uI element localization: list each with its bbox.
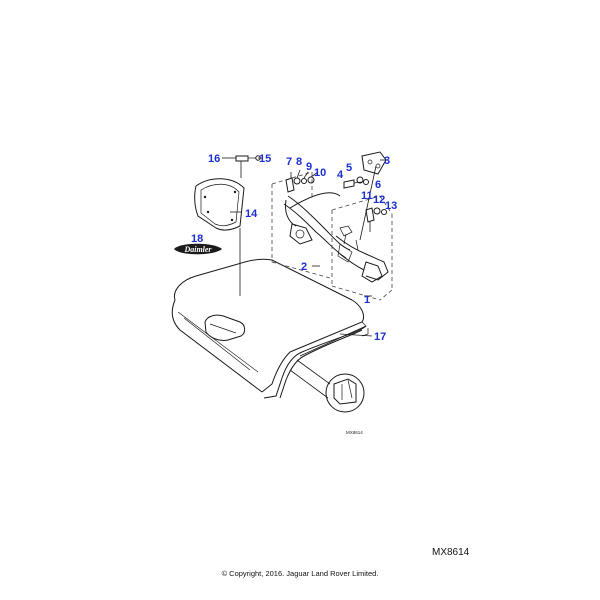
callout-7: 7 (286, 156, 292, 168)
callout-13: 13 (385, 200, 397, 212)
callout-10: 10 (314, 167, 326, 179)
callout-5: 5 (346, 162, 352, 174)
callout-8: 8 (296, 156, 302, 168)
callout-4: 4 (337, 169, 344, 181)
boot-lid (171, 258, 369, 399)
seal-detail-inset (289, 359, 365, 413)
callout-17: 17 (374, 331, 386, 343)
callout-labels: 1 2 3 4 5 6 7 8 9 10 11 12 13 14 15 16 1… (191, 153, 397, 343)
callout-leaders (222, 157, 386, 337)
callout-9: 9 (306, 161, 312, 173)
callout-3: 3 (384, 155, 390, 167)
callout-2: 2 (301, 261, 307, 273)
callout-16: 16 (208, 153, 220, 165)
callout-15: 15 (259, 153, 271, 165)
finisher-panel (194, 155, 261, 296)
callout-14: 14 (245, 208, 258, 220)
hinge-assembly-group-1 (331, 151, 393, 301)
callout-18: 18 (191, 233, 203, 245)
copyright-notice: © Copyright, 2016. Jaguar Land Rover Lim… (221, 569, 379, 578)
badge-lettering: Daimler (183, 245, 212, 254)
callout-11: 11 (361, 190, 373, 202)
callout-1: 1 (364, 294, 370, 306)
hinge-assembly-group-2 (271, 169, 351, 279)
callout-6: 6 (375, 179, 381, 191)
drawing-code: MX8614 (432, 547, 470, 558)
drawing-code-small: MX8614 (346, 430, 363, 435)
callout-12: 12 (373, 194, 385, 206)
daimler-badge: Daimler (174, 243, 222, 255)
